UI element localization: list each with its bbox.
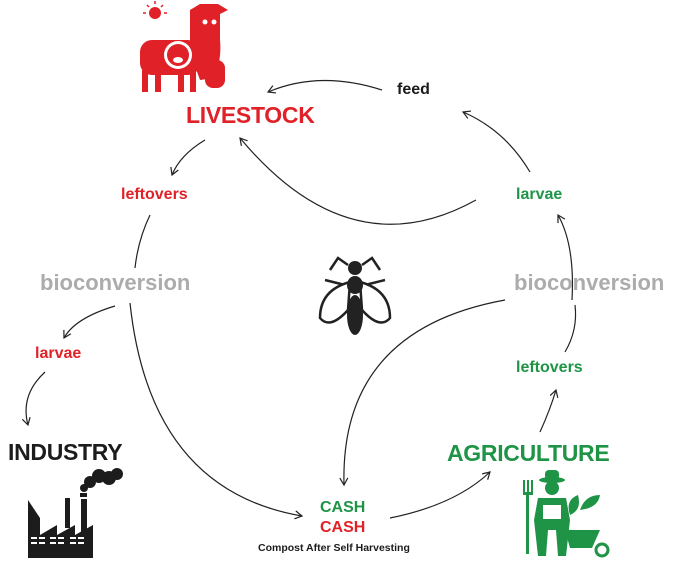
feed-label: feed — [397, 81, 430, 98]
bioconversion-right-label: bioconversion — [514, 270, 665, 295]
larvae-feed-label: larvae — [516, 186, 563, 203]
line-leftovers-to-bioconversion-right — [564, 304, 577, 353]
farmer-icon — [523, 470, 610, 558]
cash-red-label: CASH — [320, 519, 366, 536]
factory-icon — [28, 468, 123, 558]
arrow-feed-to-livestock — [266, 79, 383, 94]
leftovers-agriculture-label: leftovers — [516, 359, 583, 376]
arrow-cash-to-agriculture — [389, 471, 491, 519]
arrow-agriculture-to-leftovers — [539, 388, 559, 433]
line-leftovers-to-bioconversion — [134, 214, 151, 269]
arrow-bioconversion-to-cash — [129, 302, 304, 520]
livestock-icon — [140, 1, 228, 92]
bioconversion-left-label: bioconversion — [40, 270, 191, 295]
larvae-industry-label: larvae — [35, 345, 82, 362]
agriculture-label: AGRICULTURE — [447, 440, 610, 466]
arrow-livestock-to-leftovers — [170, 139, 206, 177]
fly-icon — [318, 256, 392, 335]
arrow-bioconversion-to-larvae — [63, 305, 116, 340]
arrow-larvae-to-feed — [461, 110, 531, 173]
industry-label: INDUSTRY — [8, 439, 123, 465]
leftovers-livestock-label: leftovers — [121, 186, 188, 203]
arrow-bioconversion-to-larvae-right — [557, 213, 574, 301]
livestock-label: LIVESTOCK — [186, 102, 315, 128]
arrow-larvae-to-livestock — [239, 137, 477, 225]
compost-label: Compost After Self Harvesting — [258, 542, 410, 554]
arrow-larvae-to-industry — [21, 371, 46, 427]
arrow-fly-to-cash — [339, 299, 506, 487]
cash-green-label: CASH — [320, 499, 366, 516]
